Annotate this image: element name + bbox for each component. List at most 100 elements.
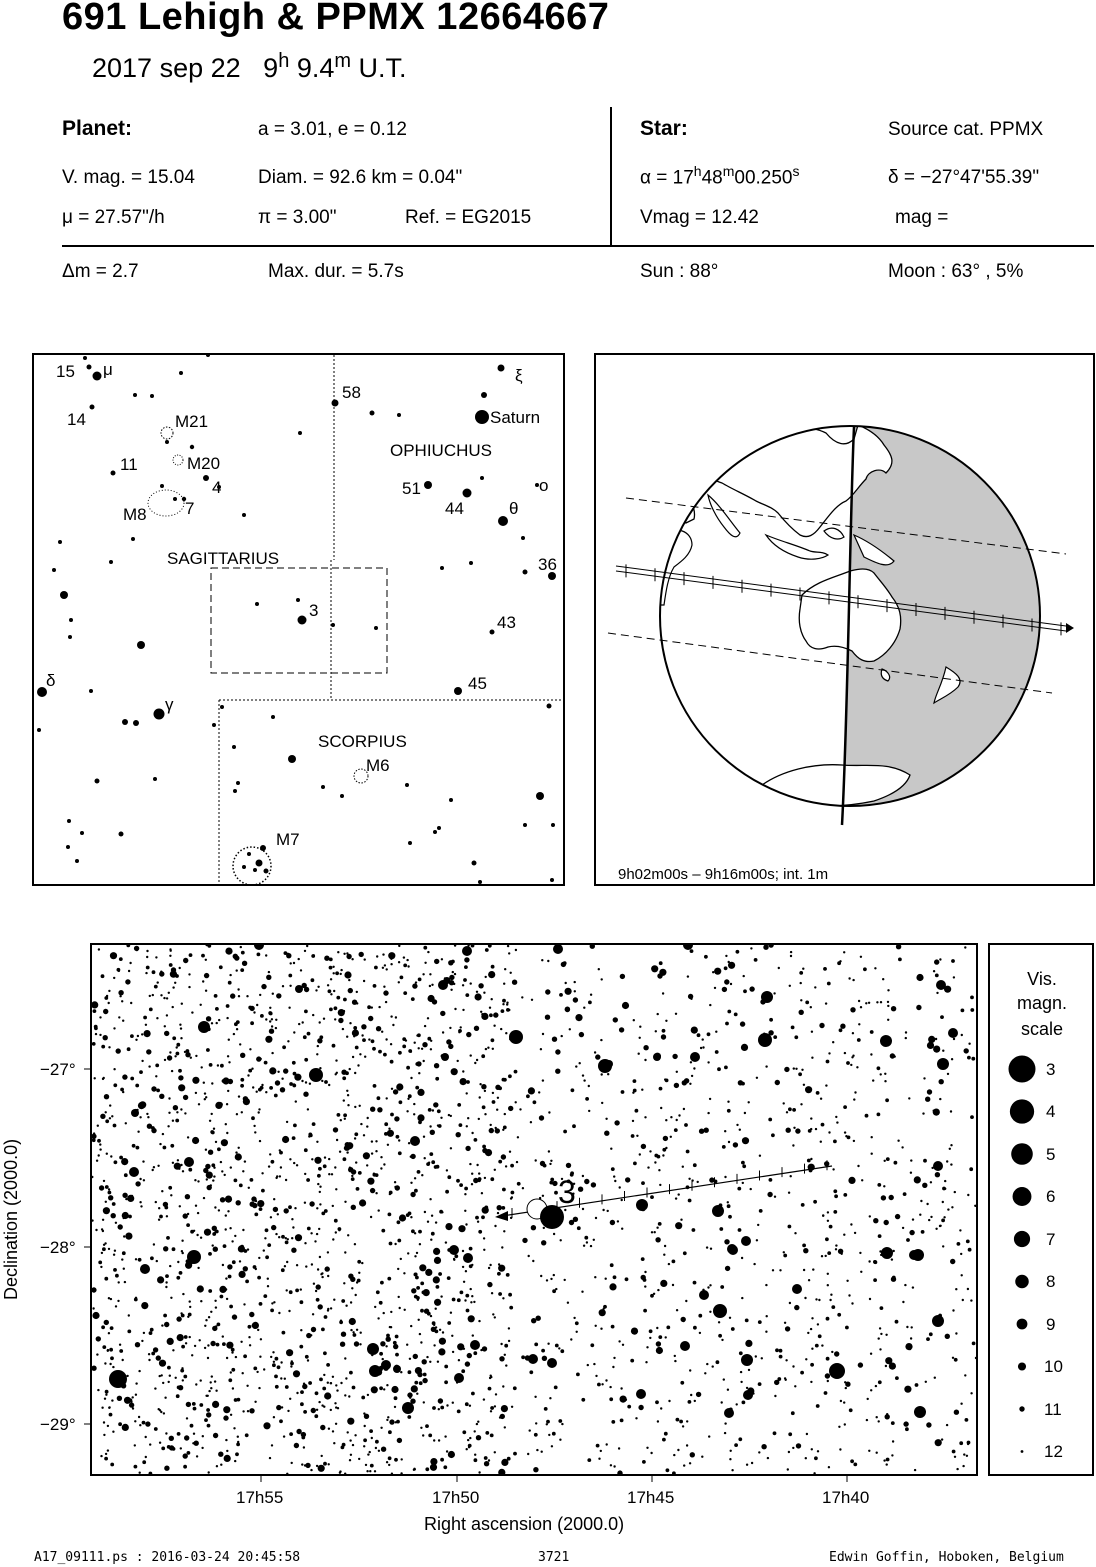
- field-star: [348, 1166, 352, 1169]
- field-star: [593, 1362, 596, 1366]
- field-star: [403, 963, 408, 968]
- field-star: [824, 1254, 827, 1258]
- field-star: [577, 1186, 584, 1192]
- bright-star: [553, 945, 563, 954]
- field-star: [693, 1325, 697, 1330]
- bright-star: [254, 945, 264, 950]
- field-star: [444, 1380, 448, 1385]
- field-star: [765, 1283, 768, 1287]
- field-star: [488, 1376, 492, 1380]
- field-star: [685, 1149, 690, 1154]
- field-star: [231, 1387, 235, 1390]
- field-star: [894, 1319, 899, 1324]
- field-star: [292, 961, 296, 965]
- field-star: [348, 1317, 356, 1326]
- field-star: [788, 1107, 792, 1112]
- field-star: [178, 1068, 182, 1073]
- field-star: [845, 1325, 849, 1330]
- field-star: [280, 1268, 285, 1273]
- field-star: [102, 1035, 108, 1041]
- field-star: [831, 1350, 834, 1354]
- field-star: [294, 1207, 297, 1210]
- field-star: [343, 952, 346, 955]
- field-star: [244, 1433, 249, 1438]
- field-star: [239, 945, 242, 949]
- field-star: [300, 1431, 307, 1438]
- field-star: [974, 1356, 976, 1360]
- field-star: [320, 1273, 323, 1276]
- field-star: [269, 1216, 273, 1219]
- field-star: [619, 1395, 627, 1403]
- field-star: [343, 1117, 346, 1120]
- field-star: [296, 1428, 302, 1435]
- finder-label: M6: [366, 756, 390, 775]
- field-star: [153, 984, 158, 989]
- field-star: [760, 1357, 763, 1360]
- field-star: [656, 1326, 659, 1330]
- field-star: [767, 1191, 773, 1198]
- field-star: [471, 1334, 474, 1337]
- field-star: [264, 1237, 267, 1240]
- field-star: [291, 1237, 294, 1240]
- field-star: [514, 1101, 517, 1104]
- field-star: [422, 1372, 427, 1377]
- field-star: [649, 1336, 652, 1340]
- field-star: [145, 965, 150, 970]
- field-star: [500, 1342, 503, 1346]
- field-star: [509, 1197, 513, 1200]
- field-star: [151, 970, 156, 975]
- field-star: [423, 945, 428, 950]
- field-star: [240, 1244, 245, 1249]
- field-star: [323, 1209, 328, 1213]
- field-star: [293, 1161, 296, 1165]
- field-star: [188, 1167, 193, 1172]
- field-star: [459, 1183, 463, 1187]
- field-star: [568, 1219, 575, 1226]
- field-star: [473, 1430, 476, 1433]
- field-star: [459, 1078, 467, 1086]
- field-star: [463, 978, 467, 982]
- field-star: [377, 1317, 380, 1320]
- field-star: [388, 1192, 392, 1196]
- field-star: [538, 1196, 542, 1200]
- field-star: [300, 1390, 304, 1394]
- finder-label: M7: [276, 830, 300, 849]
- field-star: [189, 1305, 192, 1309]
- field-star: [321, 1327, 325, 1332]
- field-star: [438, 1328, 442, 1331]
- field-star: [219, 1197, 226, 1203]
- field-star: [708, 1097, 712, 1101]
- field-star: [261, 983, 267, 990]
- field-star: [286, 1238, 289, 1241]
- field-star: [407, 1097, 410, 1100]
- field-star: [418, 1120, 422, 1125]
- field-star: [258, 1386, 261, 1390]
- field-star: [647, 1166, 650, 1169]
- field-star: [811, 1056, 814, 1059]
- field-star: [118, 1016, 121, 1019]
- field-star: [185, 1052, 191, 1058]
- field-star: [686, 975, 690, 978]
- field-star: [126, 945, 131, 948]
- field-star: [347, 987, 353, 994]
- field-star: [503, 1353, 506, 1356]
- field-star: [438, 1337, 446, 1345]
- field-star: [117, 1224, 123, 1230]
- field-star: [870, 1389, 873, 1392]
- field-star: [662, 1135, 669, 1142]
- field-star: [725, 1021, 729, 1026]
- field-star: [240, 1077, 245, 1082]
- bright-star: [309, 1068, 323, 1082]
- field-star: [330, 993, 333, 996]
- field-star: [251, 1067, 254, 1070]
- field-star: [813, 1199, 817, 1204]
- field-star: [366, 1125, 369, 1128]
- field-star: [104, 1362, 107, 1365]
- field-star: [289, 962, 292, 965]
- field-star: [368, 1038, 371, 1041]
- field-star: [474, 993, 482, 1001]
- field-star: [269, 1006, 272, 1009]
- field-star: [116, 1395, 123, 1401]
- field-star: [413, 1177, 417, 1180]
- field-star: [249, 1201, 255, 1207]
